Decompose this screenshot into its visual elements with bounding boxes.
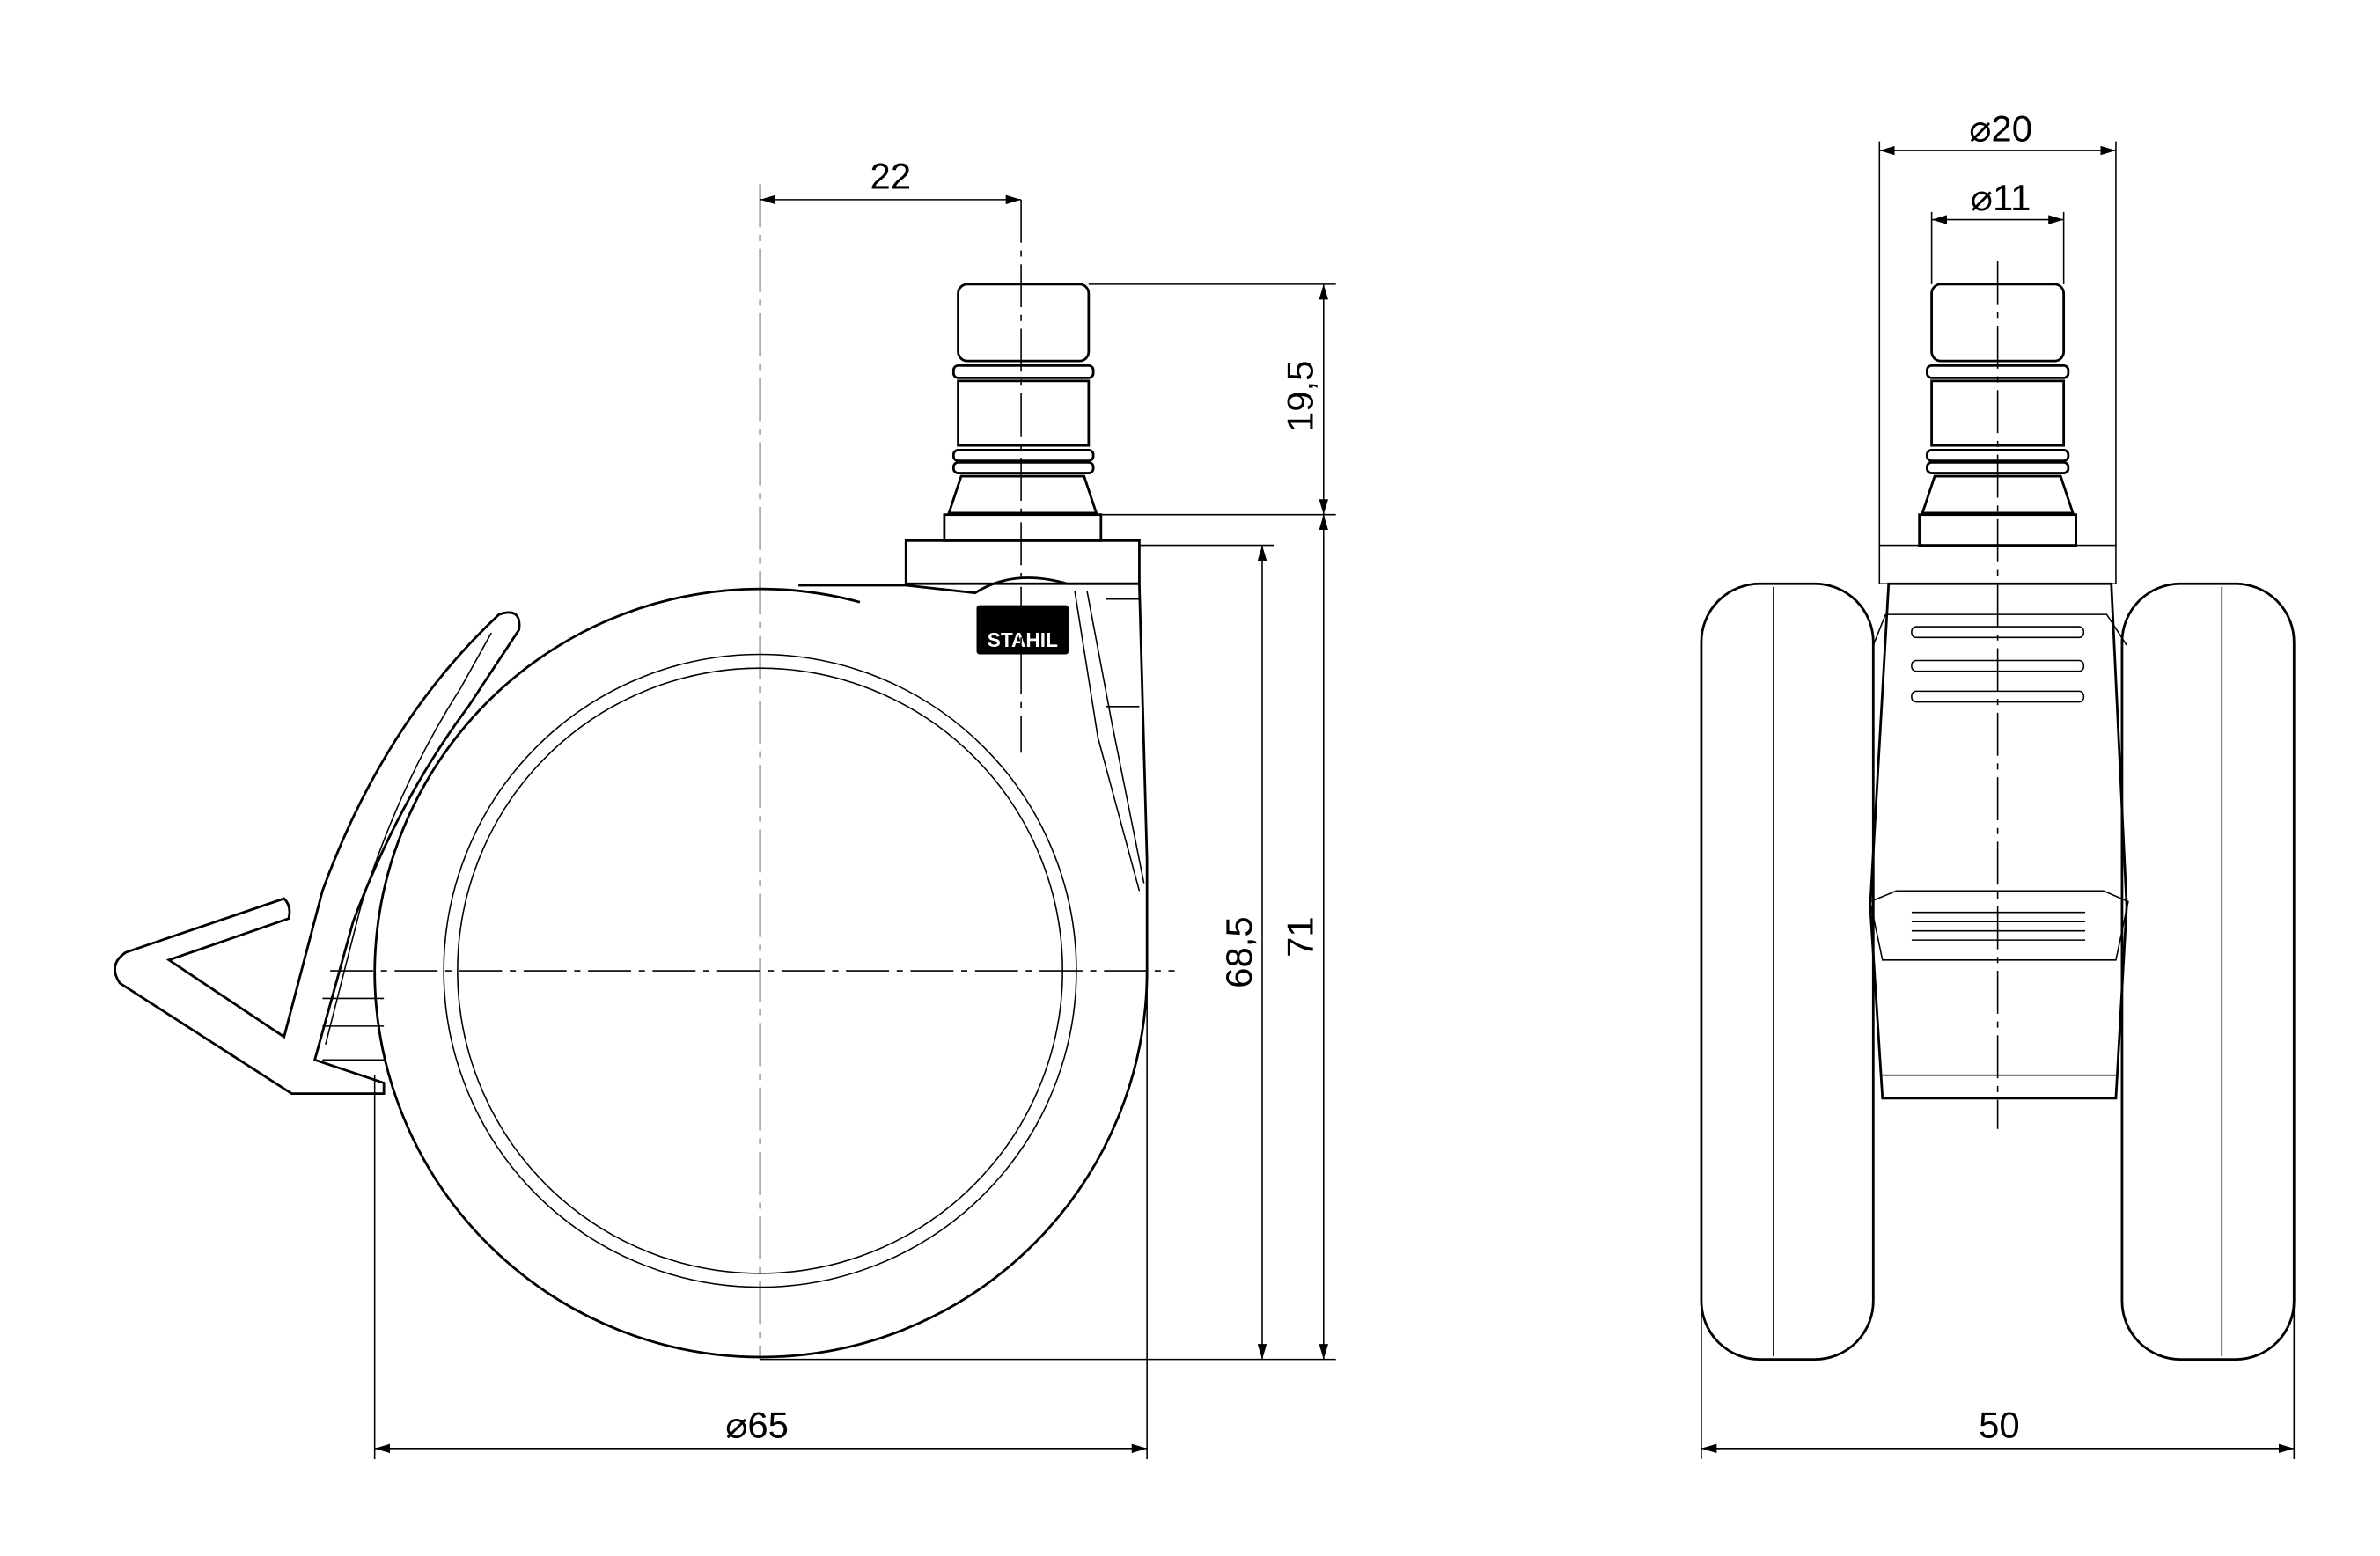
dimension-19-5: 19,5 [1088, 283, 1336, 516]
housing [798, 539, 1145, 892]
fork-body [1869, 544, 2129, 1100]
dim-label: 68,5 [1218, 916, 1260, 988]
dim-label: 19,5 [1280, 361, 1321, 433]
dim-label: ⌀65 [725, 1405, 789, 1446]
dim-label: ⌀20 [1969, 108, 2032, 150]
dim-label: ⌀11 [1971, 177, 2031, 218]
dimension-diameter-11: ⌀11 [1930, 177, 2065, 284]
right-wheel [2120, 582, 2296, 1361]
stem [943, 283, 1103, 542]
side-view: STAHIL 22 19,5 68,5 71 [114, 156, 1336, 1460]
dimension-50: 50 [1701, 982, 2296, 1460]
dimension-diameter-65: ⌀65 [373, 982, 1148, 1460]
dimension-68-5: 68,5 [760, 544, 1336, 1361]
dim-label: 22 [870, 156, 912, 197]
front-view: ⌀20 ⌀11 50 [1700, 108, 2296, 1460]
dimension-diameter-20: ⌀20 [1878, 108, 2117, 546]
stahil-logo: STAHIL [976, 605, 1069, 655]
dim-label: 71 [1280, 916, 1321, 958]
dimension-71: 71 [1280, 514, 1329, 1360]
brake-lever [114, 611, 521, 1096]
logo-text: STAHIL [988, 628, 1058, 651]
dim-label: 50 [1979, 1405, 2020, 1446]
dimension-22: 22 [760, 156, 1022, 205]
left-wheel [1700, 582, 1875, 1361]
